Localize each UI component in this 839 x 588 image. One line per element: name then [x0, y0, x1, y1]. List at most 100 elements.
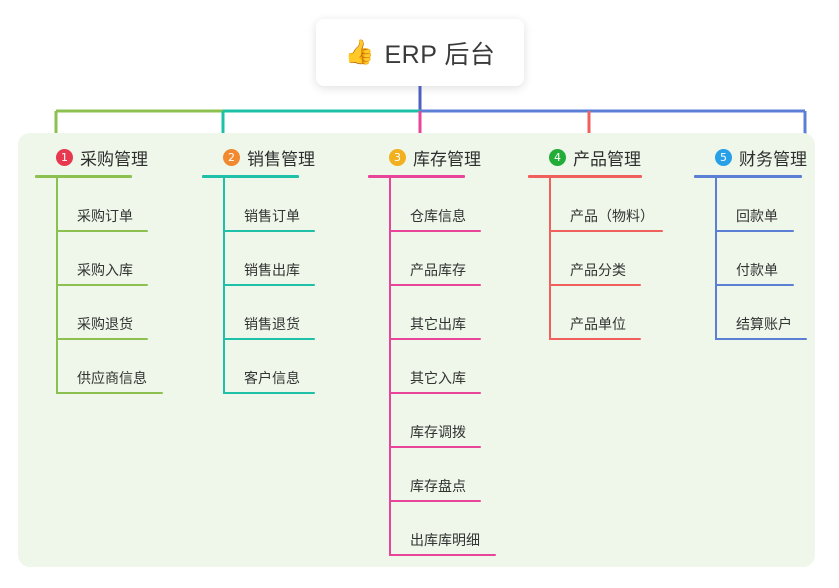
branch-item-rule	[223, 338, 315, 340]
branch-item[interactable]: 产品单位	[549, 286, 642, 340]
root-node[interactable]: 👍 ERP 后台	[316, 19, 524, 86]
branch-item-rule	[56, 392, 163, 394]
branch-item[interactable]: 结算账户	[715, 286, 807, 340]
branch-item-rule	[56, 230, 148, 232]
branch-vertical-line-2	[223, 178, 225, 394]
branch-header-4[interactable]: 4 产品管理	[528, 145, 642, 169]
branch-item-label: 产品单位	[570, 316, 626, 332]
thumbs-up-icon: 👍	[344, 38, 375, 66]
branch-item[interactable]: 出库库明细	[389, 502, 496, 556]
branch-item-label: 付款单	[736, 262, 778, 278]
branch-header-rule-2	[202, 175, 299, 178]
branch-item-rule	[389, 392, 481, 394]
branch-column-4[interactable]: 4 产品管理产品（物料） 产品分类产品单位	[528, 145, 663, 340]
branch-item-rule	[389, 284, 481, 286]
branch-header-rule-1	[35, 175, 132, 178]
branch-column-1[interactable]: 1 采购管理采购订单采购入库采购退货供应商信息	[35, 145, 163, 394]
branch-item[interactable]: 销售退货	[223, 286, 315, 340]
branch-item-rule	[223, 284, 315, 286]
branch-item-label: 销售出库	[244, 262, 300, 278]
branch-title-4: 产品管理	[573, 149, 641, 169]
branch-item[interactable]: 销售出库	[223, 232, 315, 286]
branch-item-rule	[389, 500, 481, 502]
branch-item-rule	[549, 338, 641, 340]
branch-item-list-3: 仓库信息产品库存其它出库其它入库库存调拨库存盘点出库库明细	[389, 178, 496, 556]
branch-item[interactable]: 供应商信息	[56, 340, 163, 394]
branch-item-list-2: 销售订单销售出库销售退货客户信息	[223, 178, 315, 394]
branch-item-rule	[56, 338, 148, 340]
branch-item-label: 其它入库	[410, 370, 466, 386]
branches-panel	[18, 133, 815, 567]
branch-item-label: 回款单	[736, 208, 778, 224]
branch-item[interactable]: 回款单	[715, 178, 807, 232]
branch-item-label: 采购退货	[77, 316, 133, 332]
branch-badge-1: 1	[56, 148, 73, 166]
branch-item-label: 客户信息	[244, 370, 300, 386]
branch-item-rule	[389, 230, 481, 232]
branch-item-rule	[549, 284, 641, 286]
branch-item-rule	[223, 230, 315, 232]
branch-item-rule	[389, 554, 496, 556]
branch-header-2[interactable]: 2 销售管理	[202, 145, 315, 169]
branch-item-list-4: 产品（物料） 产品分类产品单位	[549, 178, 663, 340]
branch-item-list-1: 采购订单采购入库采购退货供应商信息	[56, 178, 163, 394]
branch-item[interactable]: 采购退货	[56, 286, 148, 340]
branch-item[interactable]: 产品库存	[389, 232, 481, 286]
branch-item[interactable]: 库存调拨	[389, 394, 481, 448]
branch-item[interactable]: 采购入库	[56, 232, 148, 286]
branch-header-3[interactable]: 3 库存管理	[368, 145, 481, 169]
branch-item-rule	[549, 230, 663, 232]
branch-item-label: 销售退货	[244, 316, 300, 332]
branch-item-label: 采购入库	[77, 262, 133, 278]
branch-item-rule	[715, 230, 794, 232]
branch-vertical-line-4	[549, 178, 551, 340]
branch-item[interactable]: 其它出库	[389, 286, 481, 340]
branch-item[interactable]: 销售订单	[223, 178, 315, 232]
branch-item[interactable]: 库存盘点	[389, 448, 481, 502]
branch-header-rule-5	[694, 175, 802, 178]
branch-header-5[interactable]: 5 财务管理	[694, 145, 807, 169]
branch-title-5: 财务管理	[739, 149, 807, 169]
branch-badge-5: 5	[715, 148, 732, 166]
branch-title-2: 销售管理	[247, 149, 315, 169]
branch-item[interactable]: 产品（物料）	[549, 178, 663, 232]
branch-item-rule	[223, 392, 315, 394]
branch-header-1[interactable]: 1 采购管理	[35, 145, 148, 169]
branch-title-1: 采购管理	[80, 149, 148, 169]
branch-column-5[interactable]: 5 财务管理回款单付款单结算账户	[694, 145, 807, 340]
branch-item-label: 库存调拨	[410, 424, 466, 440]
branch-item-label: 结算账户	[736, 316, 792, 332]
branch-item-label: 产品（物料）	[570, 208, 654, 224]
branch-item[interactable]: 客户信息	[223, 340, 315, 394]
branch-badge-3: 3	[389, 148, 406, 166]
branch-item[interactable]: 仓库信息	[389, 178, 481, 232]
branch-item-rule	[715, 284, 794, 286]
branch-item-rule	[56, 284, 148, 286]
branch-header-rule-3	[368, 175, 465, 178]
branch-vertical-line-1	[56, 178, 58, 394]
branch-item[interactable]: 其它入库	[389, 340, 481, 394]
branch-item-label: 库存盘点	[410, 478, 466, 494]
branch-item-rule	[715, 338, 807, 340]
branch-badge-2: 2	[223, 148, 240, 166]
branch-item-label: 供应商信息	[77, 370, 147, 386]
branch-item-label: 其它出库	[410, 316, 466, 332]
branch-item-list-5: 回款单付款单结算账户	[715, 178, 807, 340]
branch-column-2[interactable]: 2 销售管理销售订单销售出库销售退货客户信息	[202, 145, 315, 394]
branch-item-label: 产品分类	[570, 262, 626, 278]
branch-vertical-line-3	[389, 178, 391, 556]
branch-item-label: 产品库存	[410, 262, 466, 278]
branch-badge-4: 4	[549, 148, 566, 166]
branch-header-rule-4	[528, 175, 642, 178]
branch-item[interactable]: 产品分类	[549, 232, 642, 286]
branch-title-3: 库存管理	[413, 149, 481, 169]
branch-item-rule	[389, 446, 481, 448]
branch-vertical-line-5	[715, 178, 717, 340]
branch-item-label: 仓库信息	[410, 208, 466, 224]
branch-item-label: 采购订单	[77, 208, 133, 224]
branch-item[interactable]: 付款单	[715, 232, 807, 286]
branch-item[interactable]: 采购订单	[56, 178, 148, 232]
branch-column-3[interactable]: 3 库存管理仓库信息产品库存其它出库其它入库库存调拨库存盘点出库库明细	[368, 145, 496, 556]
branch-item-label: 出库库明细	[410, 532, 480, 548]
